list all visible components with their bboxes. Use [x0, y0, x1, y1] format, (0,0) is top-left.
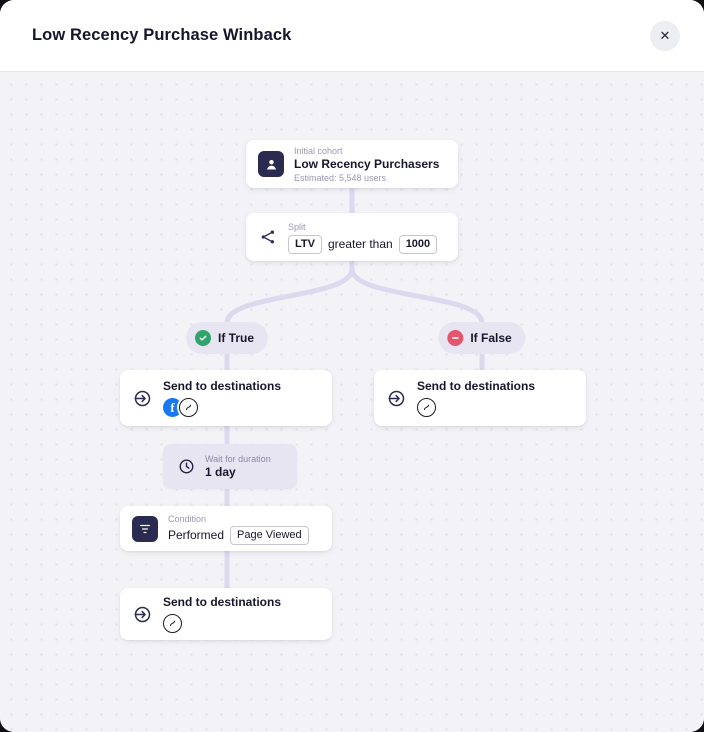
node-send-final[interactable]: Send to destinations	[120, 588, 332, 640]
node-type-label: Split	[288, 221, 306, 232]
send-icon	[132, 604, 152, 624]
node-condition[interactable]: Condition Performed Page Viewed	[120, 506, 332, 551]
split-operand-chip: LTV	[288, 234, 322, 254]
connector-edges	[224, 181, 485, 596]
destination-icons	[163, 614, 281, 633]
node-split[interactable]: Split LTV greater than 1000	[246, 213, 458, 261]
node-send-true[interactable]: Send to destinations f	[120, 370, 332, 426]
facebook-icon: f	[163, 398, 182, 417]
close-button[interactable]: ✕	[650, 20, 680, 51]
send-icon	[132, 388, 152, 408]
destination-icon	[417, 398, 436, 417]
node-type-label: Wait for duration	[205, 454, 271, 464]
branch-false-label: If False	[470, 331, 512, 345]
flow-canvas: Initial cohort Low Recency Purchasers Es…	[0, 71, 704, 732]
node-type-label: Initial cohort	[294, 145, 343, 156]
branch-true-label: If True	[217, 331, 255, 345]
send-icon	[386, 388, 406, 408]
destination-icon	[163, 614, 182, 633]
send-title: Send to destinations	[163, 379, 282, 393]
split-icon	[258, 227, 278, 247]
node-send-false[interactable]: Send to destinations	[374, 370, 586, 426]
node-wait[interactable]: Wait for duration 1 day	[163, 444, 297, 489]
branch-false-pill: If False	[438, 322, 526, 354]
header: Low Recency Purchase Winback ✕	[0, 0, 704, 71]
destination-icons: f	[163, 398, 281, 417]
destination-icon	[179, 398, 198, 417]
split-operator: greater than	[327, 237, 393, 251]
clock-icon	[176, 457, 196, 477]
condition-text: Performed	[168, 528, 225, 542]
close-icon: ✕	[659, 27, 671, 43]
page-title: Low Recency Purchase Winback	[32, 26, 292, 44]
destination-icons	[417, 398, 535, 417]
send-title: Send to destinations	[417, 379, 536, 393]
cohort-estimate: Estimated: 5,548 users	[294, 172, 387, 183]
wait-value: 1 day	[205, 465, 236, 479]
branch-true-pill: If True	[185, 322, 269, 354]
split-value-chip: 1000	[398, 234, 438, 254]
filter-icon	[132, 515, 158, 542]
cohort-name: Low Recency Purchasers	[294, 156, 440, 171]
condition-event-chip: Page Viewed	[230, 525, 309, 545]
user-icon	[258, 151, 284, 177]
node-type-label: Condition	[168, 513, 207, 524]
node-initial-cohort[interactable]: Initial cohort Low Recency Purchasers Es…	[246, 140, 458, 188]
minus-circle-icon	[447, 330, 464, 346]
send-title: Send to destinations	[163, 595, 282, 609]
check-circle-icon	[194, 330, 211, 346]
